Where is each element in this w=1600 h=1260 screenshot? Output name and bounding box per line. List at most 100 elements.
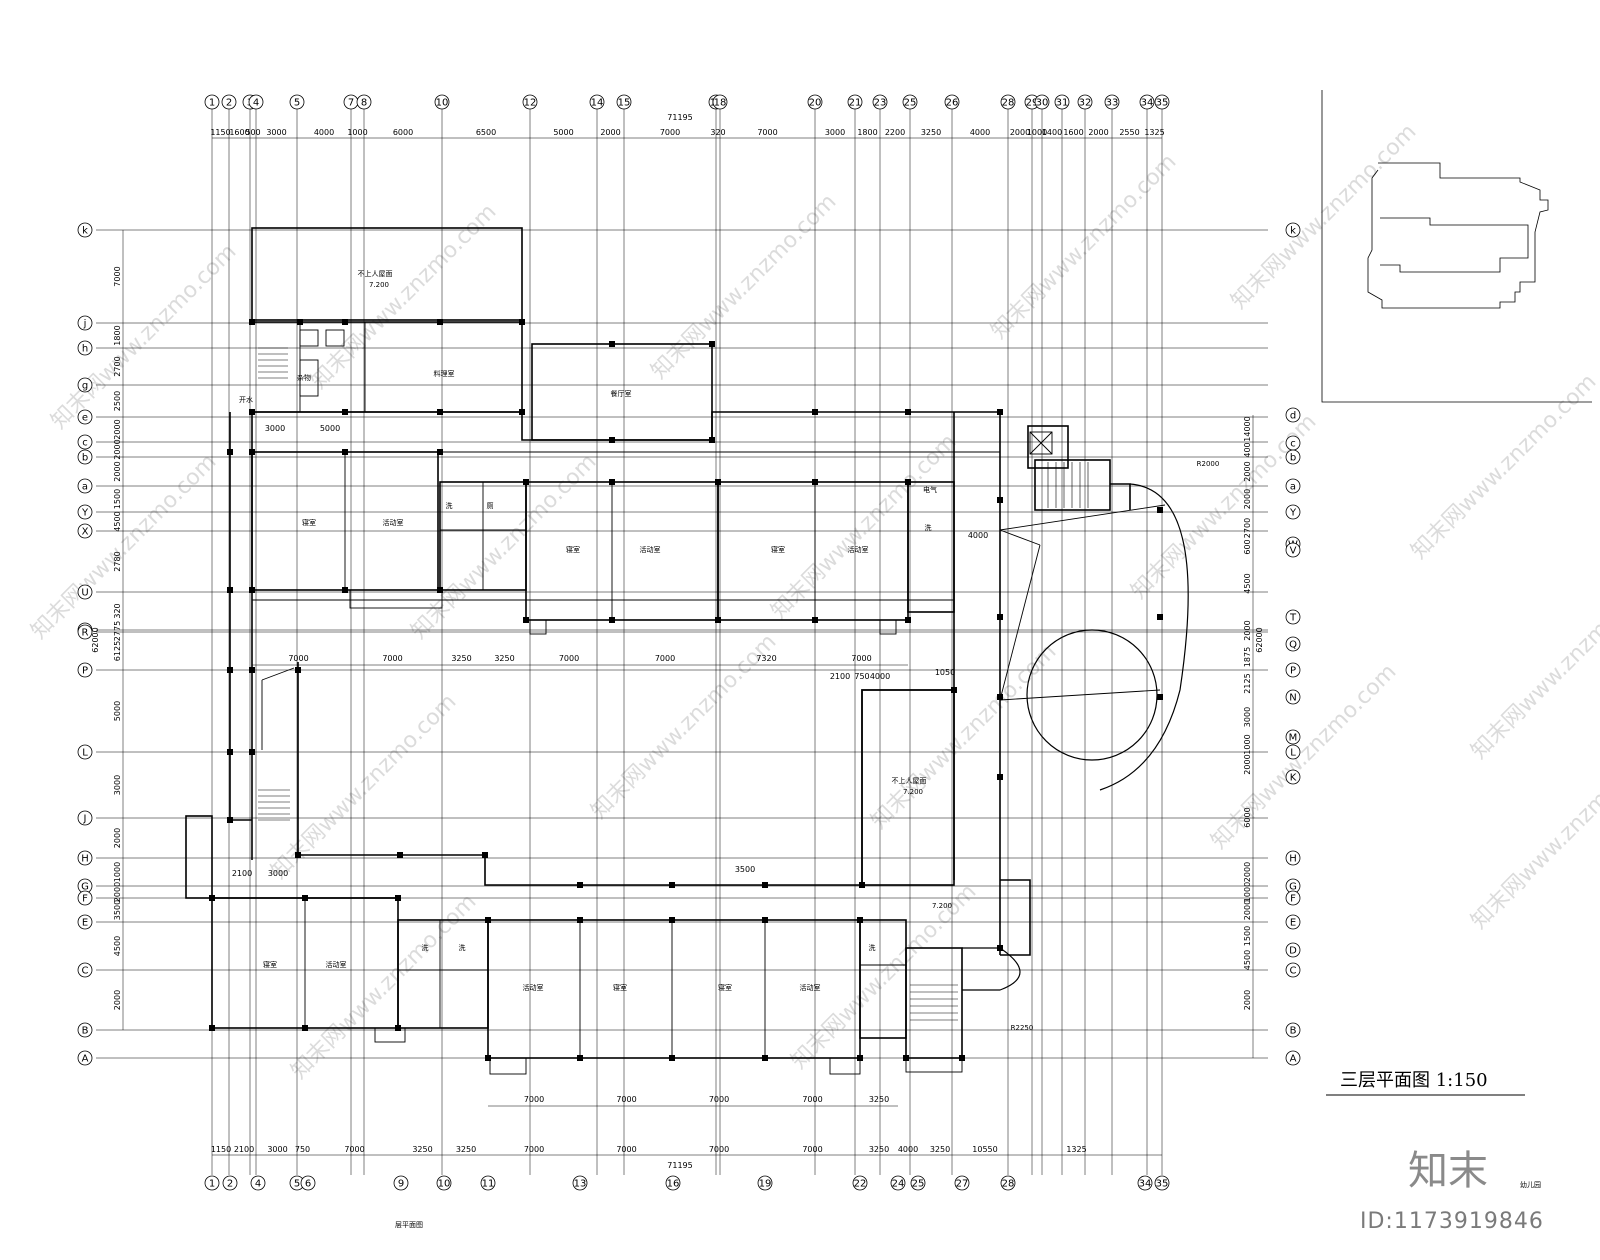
axis-bubble	[77, 377, 93, 393]
room-label: 寝室	[263, 960, 277, 969]
axis-label: G	[1289, 882, 1297, 893]
axis-bubble	[1285, 890, 1301, 906]
axis-label: 14	[591, 98, 604, 109]
axis-label: 4	[255, 1179, 261, 1190]
column	[485, 1055, 491, 1061]
axis-label: 15	[618, 98, 631, 109]
axis-bubble	[77, 1022, 93, 1038]
dimension-text: 7000	[288, 654, 308, 663]
axis-bubble	[1285, 689, 1301, 705]
top-total-dimension: 71195	[667, 113, 692, 122]
column	[437, 449, 443, 455]
axis-label: 35	[1156, 98, 1169, 109]
axis-bubble	[1285, 407, 1301, 423]
column	[1157, 694, 1163, 700]
axis-bubble	[1285, 636, 1301, 652]
axis-bubble	[944, 94, 960, 110]
dimension-text: 3250	[451, 654, 471, 663]
axis-label: a	[82, 482, 88, 493]
dimension-text: 2000	[113, 419, 122, 439]
dimension-text: 2000	[600, 128, 620, 137]
axis-label: A	[1290, 1054, 1297, 1065]
column	[857, 917, 863, 923]
axis-grid-lines	[96, 106, 1268, 1175]
dimension-text: 2500	[113, 391, 122, 411]
axis-label: E	[82, 918, 88, 929]
dimension-text: 5000	[113, 701, 122, 721]
dimension-text: 4000	[898, 1145, 918, 1154]
dimension-text: 3500	[735, 865, 755, 874]
elevation-mark: 7.200	[369, 281, 389, 289]
column	[997, 409, 1003, 415]
axis-bubble	[77, 624, 93, 640]
column	[249, 587, 255, 593]
axis-bubble	[1285, 962, 1301, 978]
dimension-text: 1600	[1063, 128, 1083, 137]
axis-label: g	[82, 381, 88, 392]
dimension-text: 1500	[113, 489, 122, 509]
column	[762, 917, 768, 923]
dimension-text: 2100	[232, 869, 252, 878]
axis-label: A	[82, 1054, 89, 1065]
dimension-text: 4000	[970, 128, 990, 137]
axis-bubble	[522, 94, 538, 110]
room-label: 杂物	[297, 373, 311, 382]
axis-bubble	[77, 1050, 93, 1066]
dimension-text: 2780	[113, 551, 122, 571]
column	[227, 449, 233, 455]
axis-label: 16	[667, 1179, 680, 1190]
dimension-text: 3000	[825, 128, 845, 137]
axis-bubble	[77, 850, 93, 866]
axis-bubbles-left: kjhgecbaYXUSRPLJHGFECBA	[77, 222, 93, 1066]
dimension-text: 750	[295, 1145, 310, 1154]
axis-bubble	[1285, 662, 1301, 678]
column	[437, 409, 443, 415]
dimension-text: 2000	[1088, 128, 1108, 137]
dimension-text: 2550	[1119, 128, 1139, 137]
dimension-text: 2000	[1243, 620, 1252, 640]
dimension-text: 4500	[113, 511, 122, 531]
watermark-text: 知末网www.znzmo.com	[27, 449, 222, 644]
dimension-text: 400	[1243, 442, 1252, 457]
dimensions-right: 1400040020002000270060045002000187521253…	[1243, 415, 1254, 1058]
axis-label: C	[82, 966, 89, 977]
room-label: 餐厅室	[611, 389, 632, 398]
room-label: 洗	[459, 943, 466, 952]
column	[249, 749, 255, 755]
column	[437, 319, 443, 325]
axis-bubble	[1285, 769, 1301, 785]
column	[397, 852, 403, 858]
room-label: 活动室	[800, 983, 821, 992]
axis-label: 34	[1141, 98, 1154, 109]
structural-columns	[209, 319, 1163, 1061]
axis-bubble	[1285, 744, 1301, 760]
axis-bubble	[434, 94, 450, 110]
room-label: 活动室	[383, 518, 404, 527]
image-id: ID:1173919846	[1360, 1209, 1544, 1234]
column	[903, 1055, 909, 1061]
room-label: 不上人屋面	[892, 776, 927, 785]
column	[812, 617, 818, 623]
watermark-text: 知末网www.znzmo.com	[1467, 739, 1600, 934]
axis-label: b	[1290, 453, 1296, 464]
column	[577, 917, 583, 923]
axis-label: 12	[524, 98, 537, 109]
dimension-text: 2000	[1243, 754, 1252, 774]
axis-bubble	[289, 94, 305, 110]
axis-bubble	[1285, 942, 1301, 958]
room-label: 活动室	[326, 960, 347, 969]
column	[609, 437, 615, 443]
dimension-text: 2000	[113, 439, 122, 459]
dimension-text: 1150	[210, 128, 230, 137]
axis-label: 22	[854, 1179, 867, 1190]
axis-bubble	[77, 409, 93, 425]
axis-bubble	[204, 94, 220, 110]
column	[523, 479, 529, 485]
axis-label: 31	[1056, 98, 1069, 109]
column	[249, 409, 255, 415]
dimension-text: 10550	[972, 1145, 997, 1154]
room-label: R2250	[1011, 1024, 1034, 1032]
right-total-dimension: 62000	[1255, 627, 1264, 652]
dimension-text: 7000	[655, 654, 675, 663]
